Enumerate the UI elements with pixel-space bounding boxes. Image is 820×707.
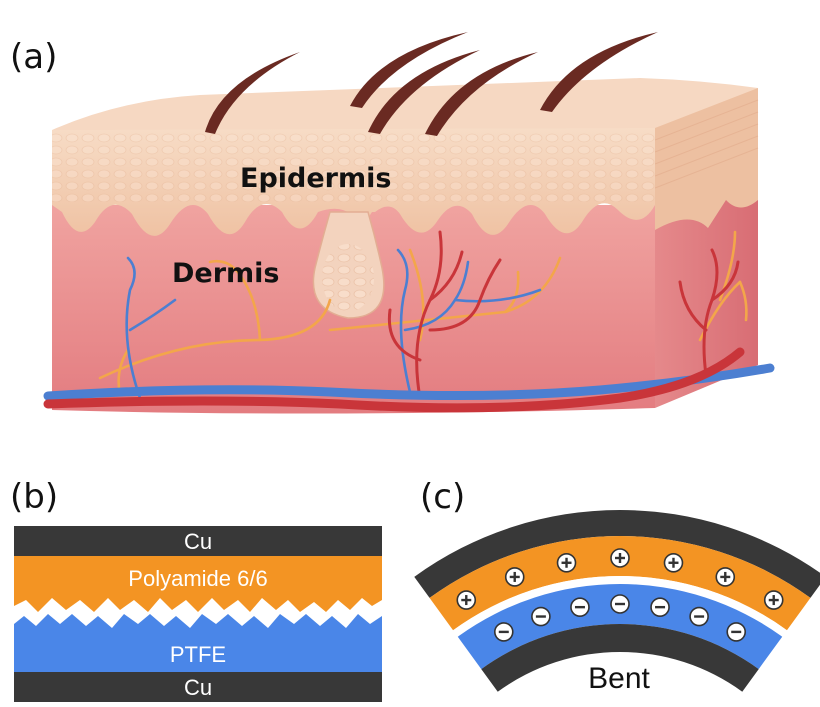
- negative-charge-4: [610, 594, 630, 614]
- follicle-texture: [322, 244, 374, 312]
- hair-2: [350, 32, 468, 108]
- arteries: [387, 230, 740, 400]
- positive-charge-3: [663, 552, 684, 573]
- bent-label: Bent: [588, 662, 650, 695]
- positive-charge-2: [715, 567, 736, 587]
- skin-illustration: Epidermis Dermis: [43, 32, 775, 414]
- positive-charge-5: [556, 552, 577, 573]
- bent-charges: [456, 548, 784, 642]
- hair-4: [425, 52, 538, 136]
- epidermis-side: [655, 88, 758, 230]
- bent-bottom-electrode: [481, 623, 759, 692]
- negative-charge-2: [689, 606, 709, 627]
- negative-charge-7: [493, 622, 514, 642]
- bent-polyamide-layer: [429, 535, 811, 631]
- epidermis-label: Epidermis: [240, 163, 391, 194]
- bent-stack: Bent: [414, 510, 820, 695]
- hair-3: [368, 50, 480, 134]
- negative-charge-5: [570, 597, 590, 617]
- flat-stack: Cu Polyamide 6/6 PTFE Cu: [14, 526, 382, 702]
- top-electrode-label: Cu: [184, 529, 212, 554]
- top-copper-electrode: [14, 526, 382, 556]
- epidermis-strata: [654, 99, 759, 189]
- negative-charge-3: [650, 597, 670, 617]
- polyamide-label: Polyamide 6/6: [128, 566, 267, 591]
- positive-charge-1: [763, 590, 784, 610]
- dermis-label: Dermis: [172, 258, 280, 289]
- negative-charge-1: [726, 622, 747, 642]
- ptfe-label: PTFE: [170, 642, 226, 667]
- bent-ptfe-layer: [457, 583, 783, 670]
- veins: [125, 248, 542, 400]
- hairs: [205, 32, 658, 136]
- hair-1: [205, 52, 300, 134]
- negative-charge-6: [531, 606, 551, 627]
- bottom-electrode-label: Cu: [184, 675, 212, 700]
- main-artery: [43, 347, 745, 413]
- bottom-copper-electrode: [14, 672, 382, 702]
- panel-label-a: (a): [10, 37, 57, 77]
- panel-label-b: (b): [10, 477, 58, 517]
- panel-label-c: (c): [420, 477, 465, 517]
- bent-top-electrode: [414, 510, 820, 598]
- positive-charge-4: [610, 548, 630, 568]
- dermis-side: [655, 160, 758, 408]
- hair-5: [540, 32, 658, 112]
- positive-charge-6: [504, 567, 525, 587]
- bent-interface-gap: [453, 576, 787, 637]
- polyamide-layer: [14, 556, 382, 612]
- epidermis-texture: [52, 132, 655, 202]
- positive-charge-7: [456, 590, 477, 610]
- ptfe-layer: [14, 614, 382, 672]
